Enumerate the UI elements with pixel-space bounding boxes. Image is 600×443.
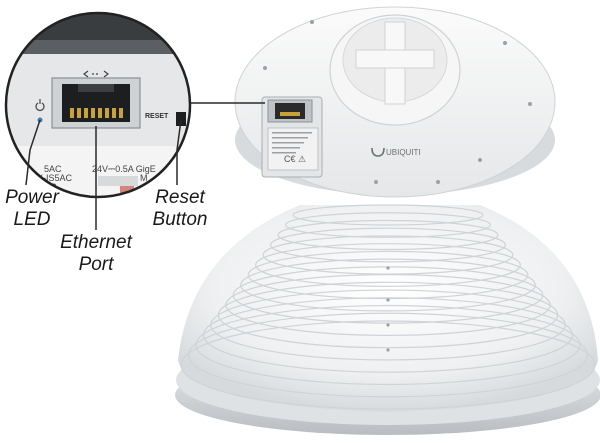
dish-ring <box>202 297 574 373</box>
dish-ring <box>187 312 589 398</box>
screw-hole <box>436 180 440 184</box>
power-rating-text: 24V⎓0.5A GigE <box>92 164 156 174</box>
label-print-line <box>272 147 300 149</box>
dish-dot <box>386 298 390 302</box>
dish-ring <box>240 258 536 312</box>
port-pin <box>91 108 95 118</box>
svg-text:C€ ⚠: C€ ⚠ <box>284 154 306 164</box>
dish-dot <box>386 348 390 352</box>
zoom-inset: 5AC X-IS5AC AC 24V⎓0.5A GigE M RESET <box>4 11 192 199</box>
dish-ring <box>195 304 581 386</box>
label-print-line <box>272 132 312 134</box>
label-print-line <box>272 152 296 154</box>
port-pin <box>70 108 74 118</box>
dish-ring <box>180 320 596 410</box>
port-pin <box>119 108 123 118</box>
callout-lines <box>25 119 182 230</box>
port-pin <box>112 108 116 118</box>
dish-ring <box>255 243 521 287</box>
label-line-1: 5AC <box>44 164 62 174</box>
power-led-leader <box>25 119 41 186</box>
port-pin <box>77 108 81 118</box>
dish-dot <box>386 323 390 327</box>
power-icon <box>35 99 45 111</box>
port-pin <box>84 108 88 118</box>
reset-leader <box>176 119 182 185</box>
port-pin <box>98 108 102 118</box>
label-print-line <box>272 137 308 139</box>
screw-hole <box>478 158 482 162</box>
label-fragment: M <box>140 173 148 183</box>
reset-button-label: Reset Button <box>152 187 208 230</box>
dish-ring <box>277 219 499 251</box>
dish-ring <box>284 212 492 238</box>
power-led-label: Power LED <box>5 187 59 230</box>
screw-hole <box>310 20 314 24</box>
device-housing: C€ ⚠ UBIQUITI <box>234 6 556 198</box>
screw-hole <box>263 66 267 70</box>
screw-hole <box>528 102 532 106</box>
ethernet-port-label: Ethernet Port <box>60 232 132 275</box>
brand-logo-icon <box>371 147 385 157</box>
screw-hole <box>374 180 378 184</box>
dish-ring <box>292 204 484 226</box>
screw-hole <box>503 41 507 45</box>
ethernet-arrows-icon <box>83 70 109 78</box>
brand-text: UBIQUITI <box>386 148 421 157</box>
dish-reflector <box>175 204 600 435</box>
label-line-2: X-IS5AC <box>37 173 73 183</box>
dish-dot <box>386 266 390 270</box>
reset-label: RESET <box>145 113 169 120</box>
port-pin <box>105 108 109 118</box>
label-print-line <box>272 142 304 144</box>
dish-ring <box>270 227 507 263</box>
